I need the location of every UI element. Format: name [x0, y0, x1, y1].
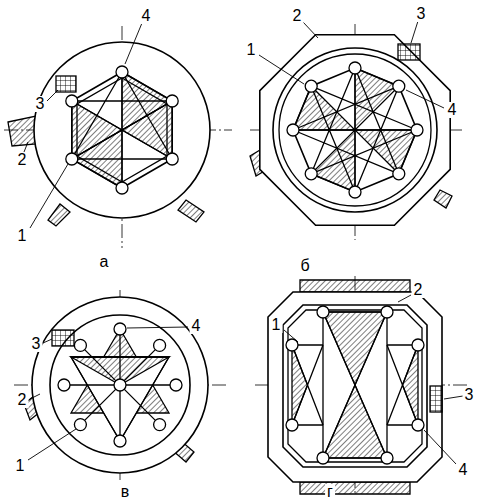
callout-number: 1: [14, 458, 27, 474]
callout-number: 3: [463, 387, 476, 403]
figure-a: [4, 23, 232, 248]
callout-number: 4: [457, 462, 470, 478]
callout-number: 1: [245, 42, 258, 58]
callout-number: 4: [190, 318, 203, 334]
figure-letter: а: [98, 254, 111, 270]
figure-c: [14, 290, 226, 482]
callout-number: 2: [16, 392, 29, 408]
callout-number: 3: [30, 336, 43, 352]
callout-number: 3: [415, 6, 428, 22]
callout-number: 1: [270, 317, 283, 333]
callout-number: 4: [446, 102, 459, 118]
callout-number: 2: [291, 8, 304, 24]
figure-d: [255, 276, 470, 496]
callout-number: 3: [34, 96, 47, 112]
callout-number: 4: [140, 8, 153, 24]
callout-number: 1: [16, 228, 29, 244]
figure-letter: г: [325, 484, 335, 500]
callout-number: 2: [412, 282, 425, 298]
callout-number: 2: [16, 152, 29, 168]
figure-letter: б: [298, 258, 311, 274]
figure-b: [250, 21, 462, 240]
figure-letter: в: [119, 484, 132, 500]
